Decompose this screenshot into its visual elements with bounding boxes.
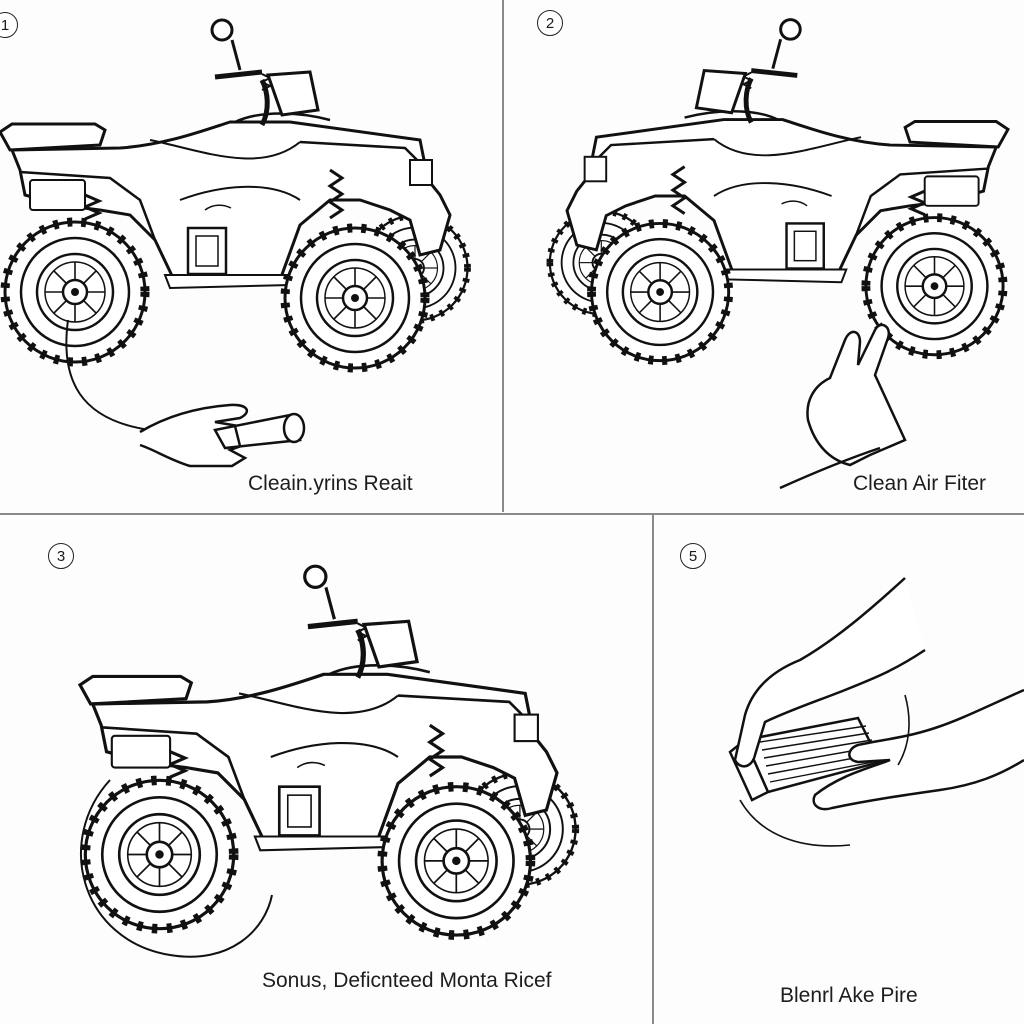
atv-illustration-step3 (80, 566, 576, 958)
caption-step1: Cleain.yrins Reait (248, 472, 413, 495)
hand-illustration-step2 (779, 323, 907, 490)
hand-illustration-step1 (139, 403, 306, 468)
air-filter-illustration (728, 716, 882, 802)
atv-illustration-step1 (0, 20, 468, 449)
step-number-2: 2 (537, 10, 563, 36)
atv-illustration-step2 (550, 20, 1008, 361)
caption-step5: Blenrl Ake Pire (780, 984, 918, 1007)
hand-illustration-step5 (733, 577, 1024, 847)
caption-step2: Clean Air Fiter (853, 472, 987, 495)
step-number-5: 5 (680, 543, 706, 569)
step-number-3: 3 (48, 543, 74, 569)
caption-step3: Sonus, Deficnteed Monta Ricef (262, 969, 552, 992)
